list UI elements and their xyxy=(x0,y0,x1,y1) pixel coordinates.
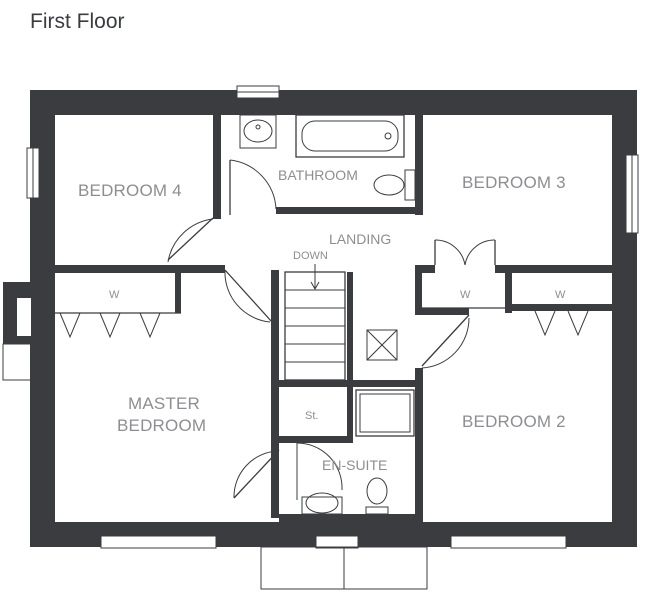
shower xyxy=(355,389,415,437)
staircase xyxy=(284,264,346,381)
ensuite-basin xyxy=(301,492,343,515)
bedroom-4-label: BEDROOM 4 xyxy=(78,181,182,200)
ensuite-toilet xyxy=(365,477,389,515)
interior-walls xyxy=(55,115,612,522)
master-bedroom-label-line2: BEDROOM xyxy=(117,416,206,435)
doors xyxy=(167,159,496,500)
left-projection xyxy=(2,282,37,381)
page-title: First Floor xyxy=(30,10,125,33)
bathroom-toilet xyxy=(373,169,416,201)
wardrobe-right-label: W xyxy=(555,289,566,301)
outer-walls xyxy=(30,90,637,547)
wardrobe-left-label: W xyxy=(109,289,120,301)
bedroom-2-label: BEDROOM 2 xyxy=(462,412,566,431)
porch xyxy=(260,546,428,590)
wardrobe-mid-label: W xyxy=(460,289,471,301)
ensuite-label: EN-SUITE xyxy=(322,457,387,473)
master-bedroom-label-line1: MASTER xyxy=(128,394,200,413)
bathroom-label: BATHROOM xyxy=(278,167,358,183)
stairs-down-label: DOWN xyxy=(293,250,328,262)
wardrobe-doors xyxy=(55,307,589,339)
bedroom-3-label: BEDROOM 3 xyxy=(462,173,566,192)
bathroom-basin xyxy=(239,114,277,149)
bath-tub xyxy=(295,114,405,158)
landing-label: LANDING xyxy=(329,231,391,247)
store-label: St. xyxy=(305,410,318,422)
loft-hatch xyxy=(366,329,398,361)
windows xyxy=(26,85,639,549)
